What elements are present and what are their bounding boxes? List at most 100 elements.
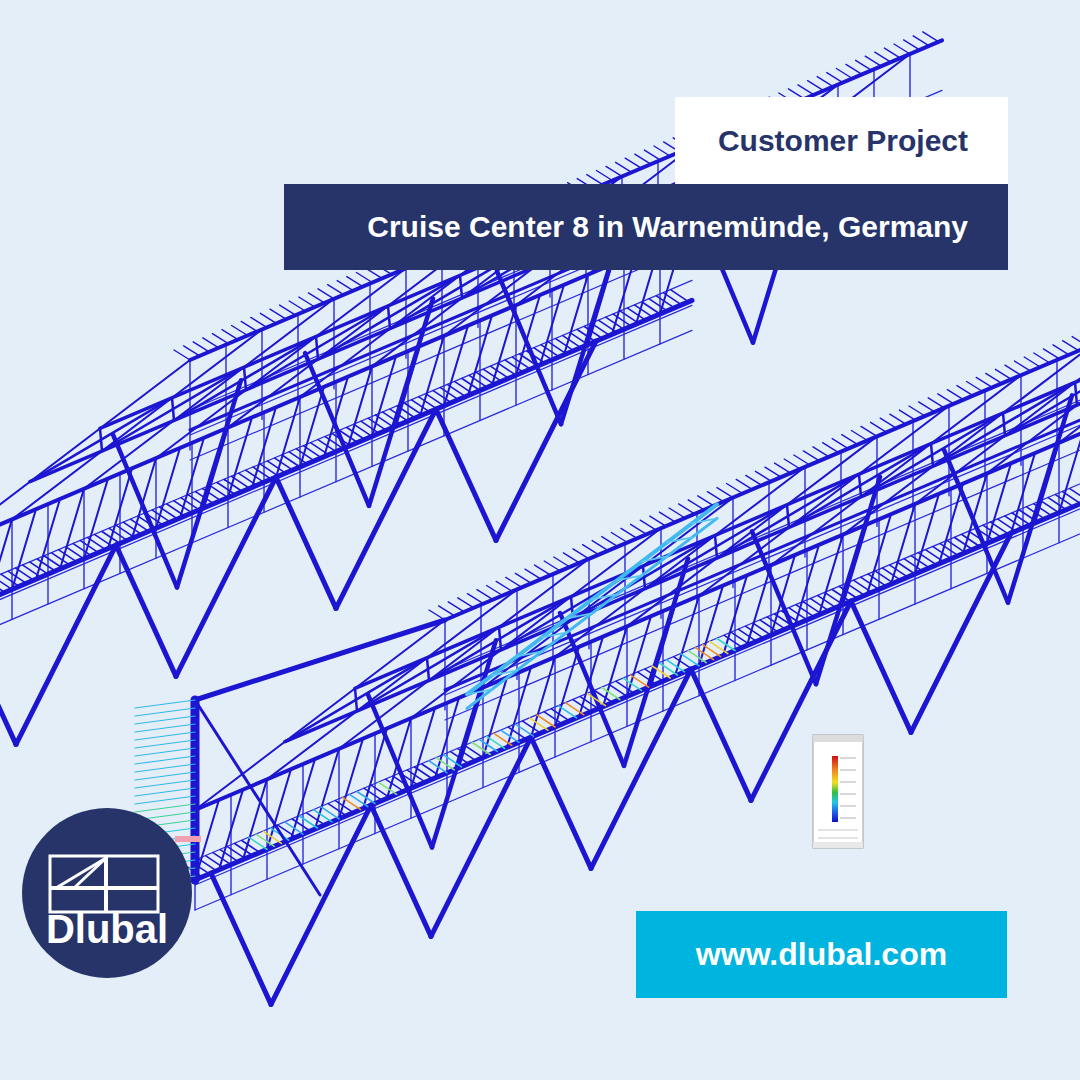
inclined-support	[176, 477, 276, 676]
inclined-support	[271, 805, 371, 1004]
load-tick	[544, 561, 560, 571]
transverse-truss	[667, 537, 692, 542]
truss-web	[939, 484, 963, 564]
load-tick	[135, 716, 195, 724]
inclined-support	[624, 559, 688, 766]
transverse-truss	[592, 594, 617, 599]
load-tick	[856, 60, 872, 70]
load-tick	[241, 321, 257, 331]
load-tick	[1070, 489, 1080, 501]
facade-rail	[445, 314, 1080, 695]
roof-bracing	[427, 658, 429, 681]
roof-bracing	[787, 505, 789, 528]
facade-post	[948, 406, 949, 496]
transverse-truss	[467, 504, 717, 694]
truss-web	[492, 305, 516, 385]
load-tick	[1024, 357, 1040, 367]
logo-text: Dlubal	[46, 907, 168, 952]
roof-bracing	[460, 275, 462, 298]
load-tick	[823, 443, 839, 453]
truss-web	[1059, 433, 1080, 513]
roof-bracing	[643, 566, 645, 589]
end-frame	[195, 700, 320, 895]
inclined-support	[276, 477, 336, 608]
load-tick	[631, 524, 647, 534]
truss-web	[228, 417, 252, 497]
load-tick	[515, 573, 531, 583]
load-tick	[775, 463, 791, 473]
inclined-support	[944, 450, 1008, 603]
load-tick	[827, 73, 843, 83]
roof-bracing	[859, 474, 861, 497]
transverse-truss	[542, 632, 567, 637]
facade-post	[405, 268, 406, 358]
transverse-truss	[492, 670, 517, 675]
load-tick	[644, 150, 660, 160]
load-tick	[635, 154, 651, 164]
load-tick	[880, 418, 896, 428]
load-tick	[928, 398, 944, 408]
transverse-truss	[467, 689, 492, 694]
truss-web	[315, 749, 339, 829]
load-tick	[554, 557, 570, 567]
end-frame	[195, 620, 445, 700]
roof-bracing	[931, 444, 933, 467]
load-tick	[817, 77, 833, 87]
load-tick	[222, 330, 238, 340]
truss-web	[84, 479, 108, 559]
roof-bracing	[172, 398, 174, 421]
load-tick	[688, 500, 704, 510]
inclined-support	[497, 271, 561, 424]
inclined-support	[368, 695, 432, 848]
load-tick	[640, 520, 656, 530]
load-tick	[967, 382, 983, 392]
facade-post	[516, 589, 517, 679]
load-tick	[808, 81, 824, 91]
load-tick	[650, 516, 666, 526]
truss-web	[867, 514, 891, 594]
truss-web	[276, 397, 300, 477]
roof-bracing	[316, 337, 318, 360]
truss-web	[795, 545, 819, 625]
load-tick	[280, 305, 296, 315]
transverse-truss	[617, 575, 642, 580]
inclined-support	[113, 435, 177, 588]
inclined-support	[752, 531, 816, 684]
roof-bracing	[100, 428, 102, 451]
logo-circle: Dlubal	[22, 808, 192, 978]
load-tick	[356, 273, 372, 283]
roof-bracing	[30, 398, 172, 482]
truss-web	[540, 285, 564, 365]
roof-bracing	[1077, 321, 1080, 405]
truss-web	[363, 728, 387, 808]
load-tick	[861, 426, 877, 436]
load-tick	[899, 410, 915, 420]
truss-web	[675, 596, 699, 676]
truss-web	[891, 504, 915, 584]
load-tick	[135, 724, 195, 732]
load-tick	[904, 40, 920, 50]
load-tick	[496, 581, 512, 591]
load-tick	[625, 158, 641, 168]
load-tick	[135, 780, 195, 788]
truss-chord	[355, 308, 1080, 689]
url-text: www.dlubal.com	[696, 936, 947, 973]
logo-pylon	[104, 856, 108, 912]
truss-web	[507, 667, 531, 747]
truss-web	[468, 315, 492, 395]
load-tick	[669, 508, 685, 518]
inclined-support	[560, 613, 624, 766]
load-tick	[174, 350, 190, 360]
roof-bracing	[1075, 382, 1077, 405]
truss-web	[963, 473, 987, 553]
truss-web	[819, 535, 843, 615]
inclined-support	[369, 299, 433, 506]
load-tick	[592, 541, 608, 551]
truss-web	[252, 407, 276, 487]
load-tick	[832, 439, 848, 449]
load-tick	[698, 496, 714, 506]
truss-chord	[195, 429, 1080, 810]
load-tick	[596, 171, 612, 181]
truss-web	[915, 494, 939, 574]
load-tick	[842, 435, 858, 445]
